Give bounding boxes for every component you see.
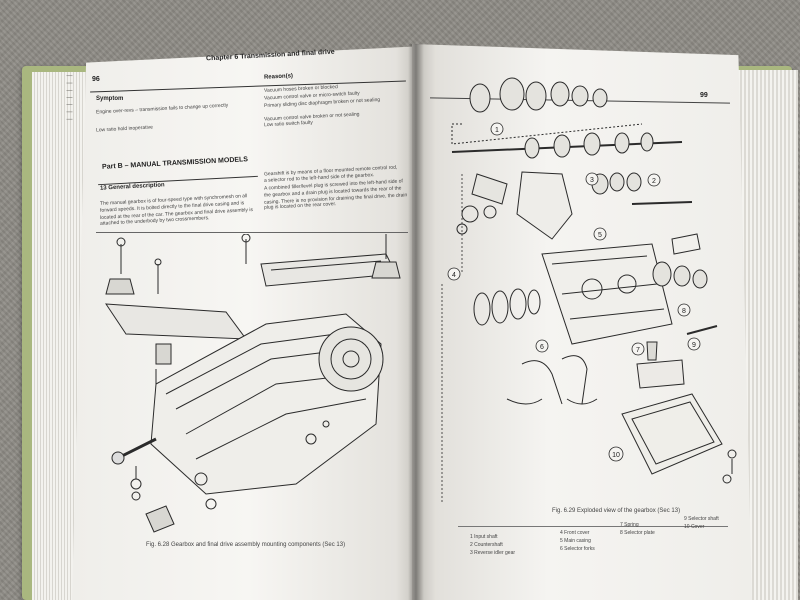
legend-item: 2 Countershaft: [470, 542, 503, 548]
legend-item: 5 Main casing: [560, 538, 591, 544]
right-page-number: 99: [700, 92, 708, 99]
legend-item: 10 Cover: [684, 524, 705, 530]
callout-6: 6: [540, 344, 544, 351]
gearbox-exploded-illustration: 1 2 3 4 5 6 7 8 9 10: [441, 77, 737, 504]
callout-2: 2: [652, 178, 656, 185]
legend-item: 8 Selector plate: [620, 530, 655, 536]
legend-item: 9 Selector shaft: [684, 516, 719, 522]
legend-rule: [458, 526, 728, 527]
legend-item: 6 Selector forks: [560, 546, 595, 552]
callout-3: 3: [590, 177, 594, 184]
callout-7: 7: [636, 347, 640, 354]
book-gutter: [408, 44, 424, 600]
figure-frame-top: [96, 232, 408, 233]
callout-8: 8: [682, 308, 686, 315]
left-page-number: 96: [92, 76, 100, 83]
gearbox-mounting-illustration: [105, 234, 401, 533]
legend-item: 4 Front cover: [560, 530, 590, 536]
callout-4: 4: [452, 272, 456, 279]
legend-item: 7 Spring: [620, 522, 639, 528]
callout-5: 5: [598, 232, 602, 239]
callout-9: 9: [692, 342, 696, 349]
callout-10: 10: [612, 452, 620, 459]
symptom-column-header: Symptom: [96, 96, 124, 102]
legend-item: 3 Reverse idler gear: [470, 550, 516, 556]
spine-text: | | | | | | |: [66, 75, 72, 122]
legend-item: 1 Input shaft: [470, 534, 498, 540]
left-figure-caption: Fig. 6.28 Gearbox and final drive assemb…: [146, 542, 346, 548]
callout-1: 1: [495, 127, 499, 134]
right-figure-caption: Fig. 6.29 Exploded view of the gearbox (…: [552, 508, 681, 514]
